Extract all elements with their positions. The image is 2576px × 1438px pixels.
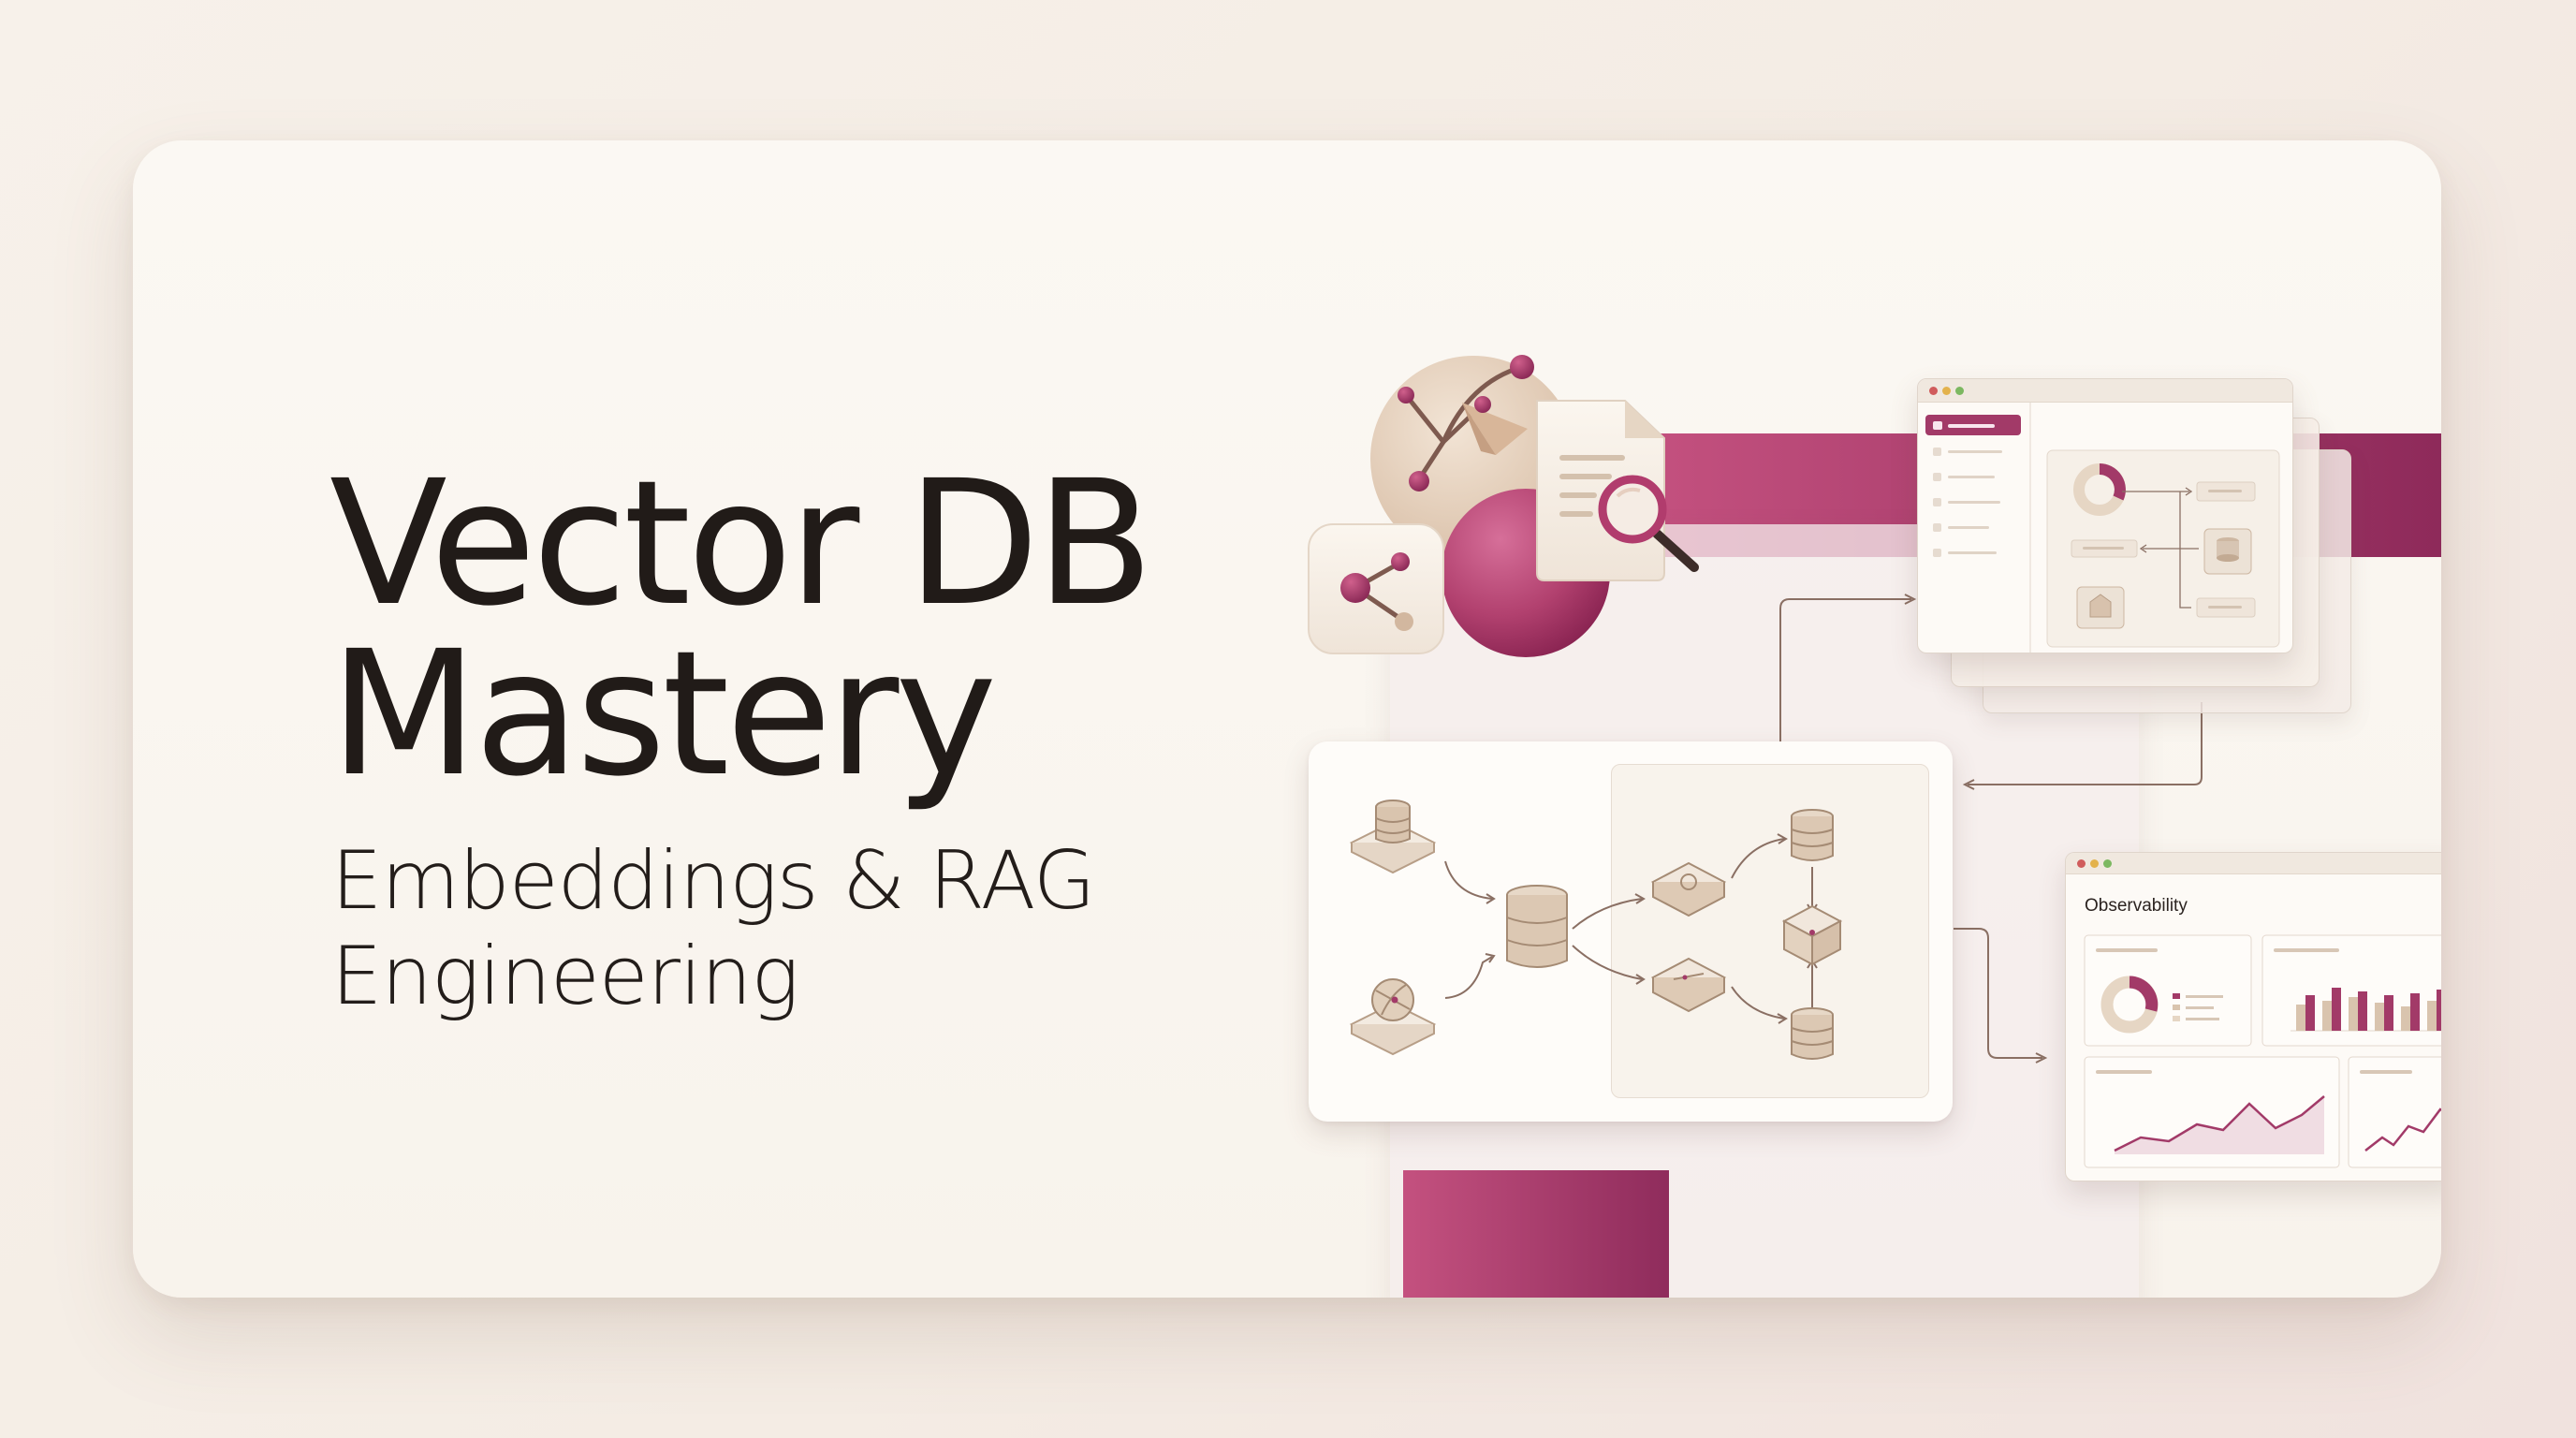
index-store-icon xyxy=(1791,1007,1834,1060)
close-dot[interactable] xyxy=(1929,387,1938,395)
accent-band-vertical xyxy=(1403,1170,1669,1298)
globe-icon xyxy=(1349,978,1437,1056)
maximize-dot[interactable] xyxy=(2103,859,2112,868)
page-title: Vector DB Mastery xyxy=(329,458,1359,800)
observability-title: Observability xyxy=(2085,896,2188,916)
central-database-icon xyxy=(1506,885,1568,968)
subtitle-line-1: Embeddings & RAG xyxy=(331,834,1096,928)
document-search-icon xyxy=(1536,400,1699,581)
database-icon xyxy=(1349,800,1437,874)
maximize-dot[interactable] xyxy=(1955,387,1964,395)
server-icon xyxy=(1650,957,1727,1013)
workflow-window xyxy=(1917,378,2293,653)
cube-icon xyxy=(1781,904,1843,966)
title-line-2: Mastery xyxy=(329,614,997,814)
workflow-window-titlebar xyxy=(1918,379,2292,403)
share-icon xyxy=(1308,523,1444,654)
observability-window: Observability xyxy=(2065,852,2441,1181)
minimize-dot[interactable] xyxy=(2090,859,2099,868)
pipeline-panel xyxy=(1309,741,1953,1122)
pipeline-diagram xyxy=(1349,800,1843,1060)
hero-card: Vector DB Mastery Embeddings & RAG Engin… xyxy=(133,140,2441,1298)
subtitle-line-2: Engineering xyxy=(331,930,799,1023)
pipeline-inner-region xyxy=(1611,764,1929,1098)
workflow-window-content xyxy=(1925,402,2280,653)
subtitle: Embeddings & RAG Engineering xyxy=(331,833,1361,1024)
vector-store-icon xyxy=(1791,809,1834,861)
icon-cluster xyxy=(1308,355,1699,657)
router-icon xyxy=(1650,861,1727,917)
minimize-dot[interactable] xyxy=(1942,387,1951,395)
observability-dashboard xyxy=(2084,934,2441,1168)
close-dot[interactable] xyxy=(2077,859,2086,868)
observability-titlebar xyxy=(2066,853,2441,874)
title-line-1: Vector DB xyxy=(329,444,1154,644)
connector-arrows xyxy=(1779,594,2203,1064)
